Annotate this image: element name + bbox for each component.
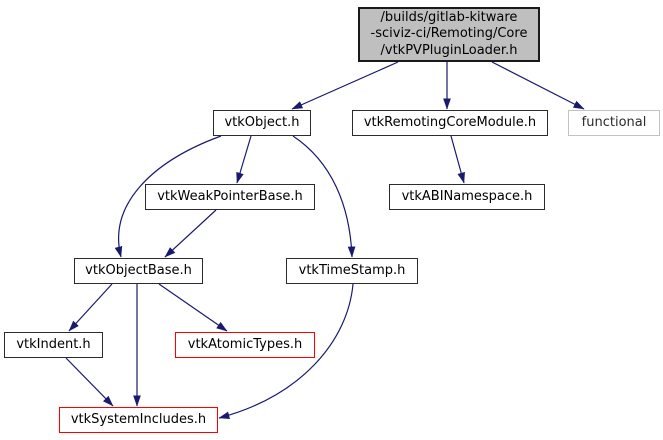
- node-vtkremotingcoremodule-h[interactable]: vtkRemotingCoreModule.h: [352, 110, 548, 136]
- node-vtkweakpointerbase-h[interactable]: vtkWeakPointerBase.h: [145, 184, 315, 210]
- node-vtktimestamp-h[interactable]: vtkTimeStamp.h: [286, 258, 418, 284]
- node-vtkpvpluginloader-h: /builds/gitlab-kitware -sciviz-ci/Remoti…: [358, 7, 540, 62]
- node-functional: functional: [568, 110, 660, 136]
- node-vtkatomictypes-h[interactable]: vtkAtomicTypes.h: [175, 332, 315, 358]
- edge-vtkobject-to-vtkweakpointerbase: [236, 135, 252, 184]
- edge-vtkremotingcoremodule-to-vtkabinamespace: [450, 135, 465, 184]
- edge-vtkindent-to-vtksystemincludes: [65, 357, 114, 407]
- edge-vtkobjectbase-to-vtkindent: [68, 283, 113, 332]
- edge-root-to-vtkobject: [291, 61, 399, 110]
- edge-vtkobjectbase-to-vtkatomictypes: [158, 283, 228, 332]
- node-vtkobjectbase-h[interactable]: vtkObjectBase.h: [74, 258, 203, 284]
- node-vtksystemincludes-h[interactable]: vtkSystemIncludes.h: [59, 407, 218, 433]
- edge-vtkobject-to-vtktimestamp: [292, 135, 356, 258]
- edge-vtktimestamp-to-vtksystemincludes: [218, 283, 354, 420]
- edge-root-to-functional: [491, 61, 585, 110]
- edge-vtkobject-to-vtkobjectbase: [114, 135, 222, 258]
- node-vtkabinamespace-h[interactable]: vtkABINamespace.h: [389, 184, 545, 210]
- node-vtkindent-h[interactable]: vtkIndent.h: [4, 332, 103, 358]
- node-vtkobject-h[interactable]: vtkObject.h: [213, 110, 311, 136]
- edge-vtkweakpointerbase-to-vtkobjectbase: [164, 209, 217, 258]
